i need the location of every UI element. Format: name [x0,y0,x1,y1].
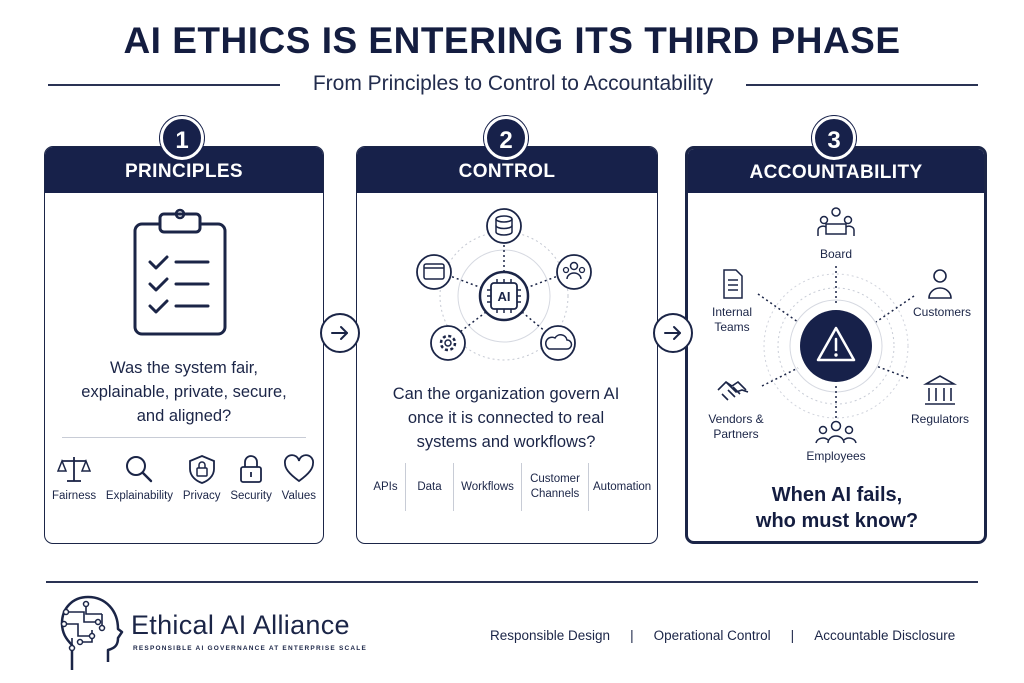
gear-node-icon [430,325,466,361]
shield-lock-icon [188,455,215,484]
stakeholder-board: Board [819,247,853,261]
footer-divider [46,581,978,583]
principles-items: Fairness Explainability Privacy Security… [52,454,316,502]
magnifier-icon [126,456,153,483]
control-item-label: Data [417,480,442,493]
principles-question-line: Was the system fair, [110,359,258,377]
heart-icon [283,454,314,483]
cloud-node-icon [540,325,576,361]
principle-label: Fairness [52,490,97,502]
bank-building-icon [922,375,958,405]
phase-3-number: 3 [812,116,856,160]
users-group-node-icon [556,254,592,290]
padlock-icon [240,455,262,483]
footer-link-responsible-design: Responsible Design [490,628,611,643]
footer-link-operational-control: Operational Control [653,628,771,643]
accountability-stakeholder-diagram [717,207,958,444]
control-item-label: Workflows [461,480,514,493]
customer-person-icon [928,269,952,299]
employees-group-icon [815,420,857,444]
accountability-card-title: ACCOUNTABILITY [688,149,984,193]
stakeholder-customers: Customers [912,305,971,319]
next-phase-arrow [320,313,360,353]
document-icon [723,269,743,299]
phase-1-number: 1 [160,116,204,160]
footer-separator: | [790,628,795,643]
control-item: Automation [589,463,655,511]
principles-divider [62,437,306,438]
stakeholder-vendors-partners: Vendors & Partners [708,412,764,441]
arrow-right-icon [331,326,348,340]
principle-item-explainability: Explainability [106,454,173,502]
control-question-line: once it is connected to real [407,409,605,427]
control-item: Data [406,463,454,511]
phase-2-number: 2 [484,116,528,160]
stakeholder-regulators: Regulators [910,412,970,426]
browser-window-node-icon [416,254,452,290]
accountability-question-line: When AI fails, [771,484,903,506]
principles-card-title: PRINCIPLES [45,147,323,193]
control-item-label: APIs [373,480,398,493]
brand-name: Ethical AI Alliance [131,610,350,640]
principle-item-fairness: Fairness [52,454,96,502]
principles-question: Was the system fair, explainable, privat… [60,356,308,428]
warning-triangle-icon [816,326,856,362]
principle-label: Security [230,490,272,502]
subtitle-divider-right [746,84,978,86]
principle-label: Explainability [105,490,174,502]
checklist-clipboard-icon [133,208,227,336]
handshake-icon [717,380,749,401]
accountability-question: When AI fails, who must know? [690,482,984,534]
control-item: APIs [366,463,406,511]
ai-head-circuit-logo-icon [60,595,124,670]
principle-label: Privacy [182,490,221,502]
scales-icon [57,457,92,482]
page-subtitle: From Principles to Control to Accountabi… [312,72,714,95]
stakeholder-internal-teams: Internal Teams [711,305,753,334]
principle-item-values: Values [282,454,316,502]
board-meeting-icon [817,207,855,236]
control-question-line: Can the organization govern AI [392,385,620,403]
subtitle-divider-left [48,84,280,86]
next-phase-arrow [653,313,693,353]
footer-link-accountable-disclosure: Accountable Disclosure [814,628,956,643]
ai-hub-network-diagram: AI [416,208,592,361]
principle-item-security: Security [230,454,272,502]
footer-separator: | [630,628,634,643]
database-node-icon [486,208,522,244]
principles-question-line: explainable, private, secure, [81,383,287,401]
principle-item-privacy: Privacy [183,454,221,502]
principles-question-line: and aligned? [136,407,232,425]
control-question: Can the organization govern AI once it i… [366,382,646,454]
subtitle-row: From Principles to Control to Accountabi… [48,70,978,100]
control-item-label: Automation [593,480,652,493]
brand-tagline: RESPONSIBLE AI GOVERNANCE AT ENTERPRISE … [133,645,367,652]
arrow-right-icon [664,326,681,340]
stakeholder-employees: Employees [806,449,866,463]
control-item: Workflows [454,463,522,511]
page-title: AI ETHICS IS ENTERING ITS THIRD PHASE [123,20,901,61]
control-question-line: systems and workflows? [416,433,596,451]
principle-label: Values [281,490,316,502]
ai-chip-label: AI [498,289,511,304]
accountability-question-line: who must know? [755,510,919,532]
footer-links: Responsible Design | Operational Control… [490,628,955,643]
